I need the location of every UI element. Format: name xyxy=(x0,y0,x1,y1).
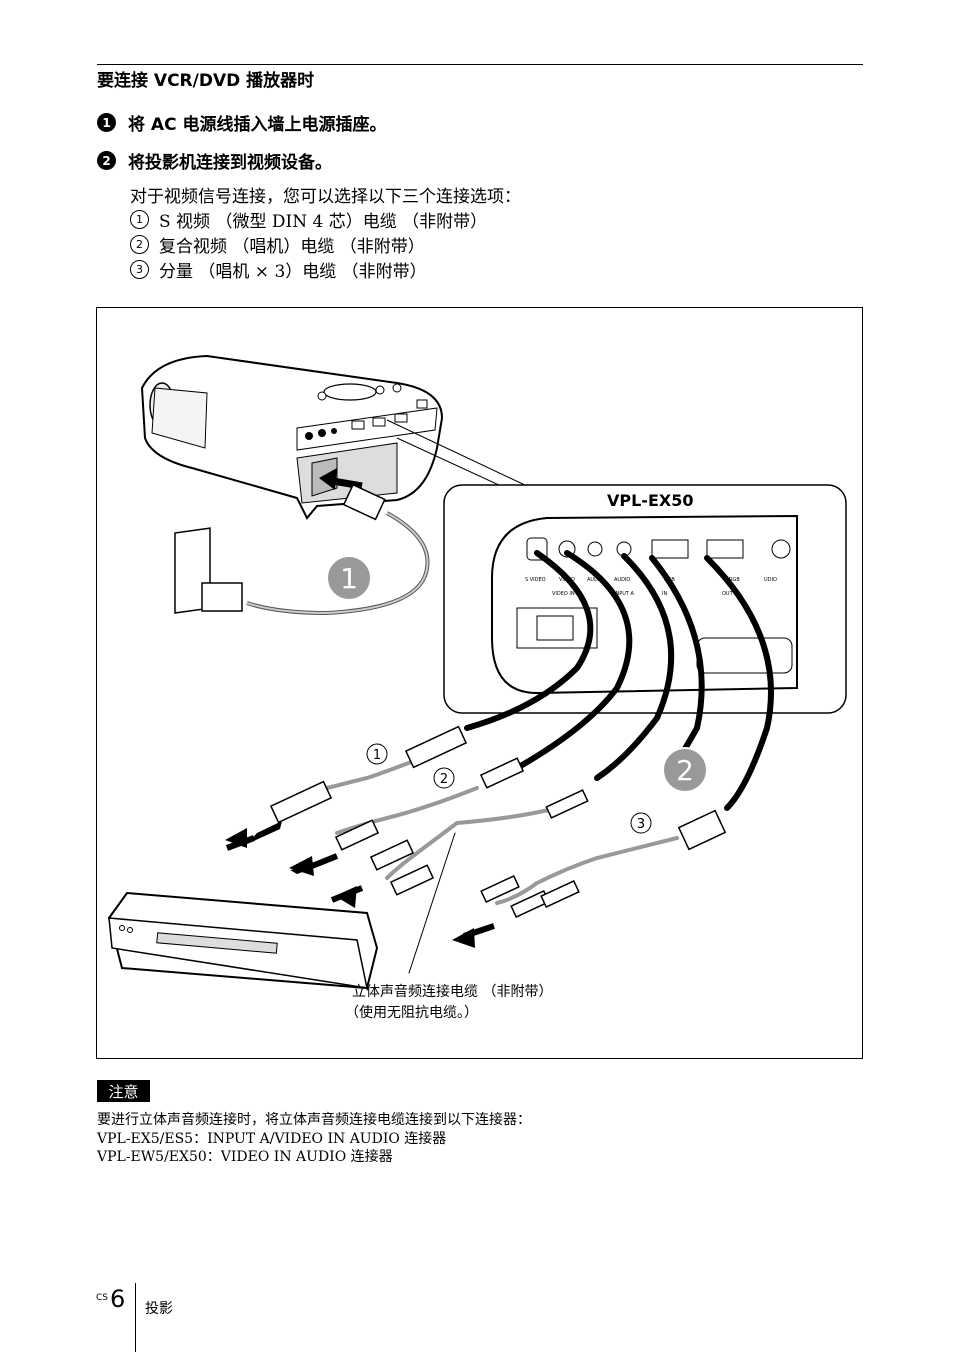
note-line-2: VPL-EX5/ES5：INPUT A/VIDEO IN AUDIO 连接器 xyxy=(97,1131,447,1147)
panel-label-3: AUDIO xyxy=(587,577,603,583)
footer-page-number: 6 xyxy=(110,1285,126,1313)
heading-rule xyxy=(97,64,863,65)
option-1-text: S 视频 （微型 DIN 4 芯）电缆 （非附带） xyxy=(159,212,488,232)
cable-labels: 1 2 3 xyxy=(366,743,652,834)
panel-label-7: UDIO xyxy=(764,577,777,583)
connection-diagram: 1 VPL-EX50 S VIDEO VIDEO AUDIO AUDIO RGB… xyxy=(96,307,863,1059)
panel-group-2: INPUT A xyxy=(614,591,635,597)
connection-illustration: 1 VPL-EX50 S VIDEO VIDEO AUDIO AUDIO RGB… xyxy=(107,354,847,1021)
cable-3-label: 3 xyxy=(637,817,645,832)
step-2: 2 将投影机连接到视频设备。 xyxy=(97,148,332,173)
step-1: 1 将 AC 电源线插入墙上电源插座。 xyxy=(97,110,386,135)
option-1: 1 S 视频 （微型 DIN 4 芯）电缆 （非附带） xyxy=(130,207,487,232)
intro-text: 对于视频信号连接，您可以选择以下三个连接选项： xyxy=(130,187,521,207)
model-label: VPL-EX50 xyxy=(607,491,693,510)
caption-line-2: （使用无阻抗电缆。） xyxy=(345,1004,478,1021)
caption-line-1: 立体声音频连接电缆 （非附带） xyxy=(352,983,552,1000)
option-2-marker: 2 xyxy=(130,235,149,254)
step-1-text: 将 AC 电源线插入墙上电源插座。 xyxy=(128,115,387,135)
option-3: 3 分量 （唱机 × 3）电缆 （非附带） xyxy=(130,257,427,282)
signal-cables xyxy=(325,550,774,974)
callout-1: 1 xyxy=(326,555,372,601)
footer-language-code: CS xyxy=(96,1293,108,1303)
panel-label-1: S VIDEO xyxy=(525,577,546,583)
note-badge: 注意 xyxy=(97,1080,150,1102)
panel-group-3: IN xyxy=(662,591,667,597)
callout-1-number: 1 xyxy=(340,562,358,595)
step-2-number: 2 xyxy=(97,151,116,170)
option-1-marker: 1 xyxy=(130,210,149,229)
cable-2-label: 2 xyxy=(440,772,448,787)
option-2-text: 复合视频 （唱机）电缆 （非附带） xyxy=(159,237,425,257)
footer-section-title: 投影 xyxy=(145,1301,173,1317)
callout-2-number: 2 xyxy=(676,754,694,787)
power-cord-illustration xyxy=(174,468,430,616)
panel-label-4: AUDIO xyxy=(614,577,630,583)
note-line-1: 要进行立体声音频连接时，将立体声音频连接电缆连接到以下连接器： xyxy=(97,1112,531,1128)
step-1-number: 1 xyxy=(97,113,116,132)
cable-connectors xyxy=(269,725,727,919)
footer-rule xyxy=(135,1283,136,1352)
panel-group-1: VIDEO IN xyxy=(552,591,575,597)
note-line-3: VPL-EW5/EX50：VIDEO IN AUDIO 连接器 xyxy=(97,1149,393,1165)
callout-2: 2 xyxy=(662,747,708,793)
dvd-player-illustration xyxy=(107,891,379,990)
section-heading: 要连接 VCR/DVD 播放器时 xyxy=(97,71,315,91)
step-2-text: 将投影机连接到视频设备。 xyxy=(128,153,332,173)
panel-inset: VPL-EX50 S VIDEO VIDEO AUDIO AUDIO RGB R… xyxy=(443,484,847,714)
cable-1-label: 1 xyxy=(373,748,381,763)
panel-label-6: RGB xyxy=(729,577,740,583)
option-3-text: 分量 （唱机 × 3）电缆 （非附带） xyxy=(159,262,427,282)
panel-group-4: OUT B xyxy=(722,591,738,597)
option-3-marker: 3 xyxy=(130,260,149,279)
direction-arrows xyxy=(225,821,495,948)
option-2: 2 复合视频 （唱机）电缆 （非附带） xyxy=(130,232,425,257)
